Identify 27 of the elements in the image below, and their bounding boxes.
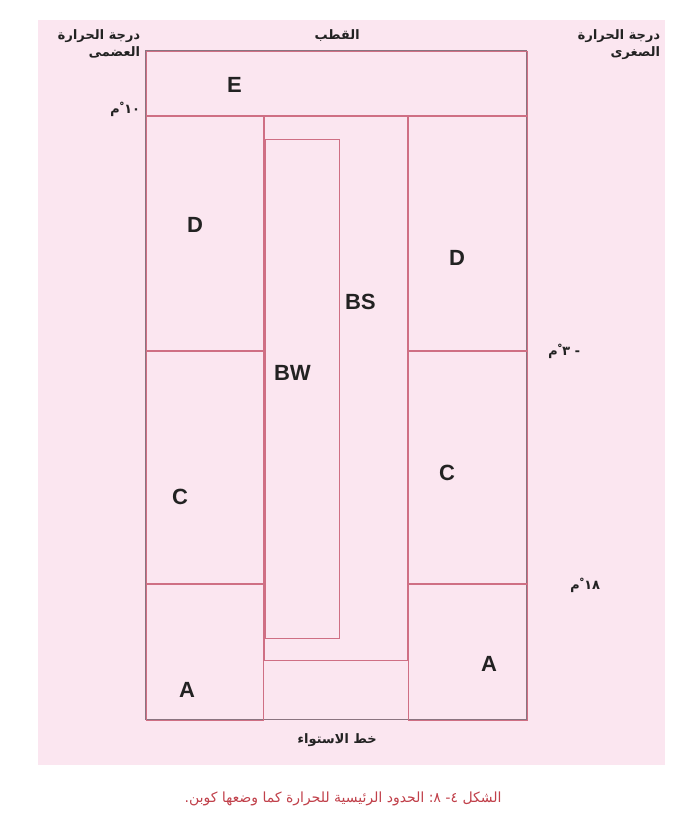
climate-zone bbox=[408, 351, 528, 584]
axis-label: - ٣ ْم bbox=[547, 344, 580, 361]
zone-letter: D bbox=[449, 245, 465, 271]
zone-letter: D bbox=[187, 212, 203, 238]
axis-label: ١٠ ْم bbox=[109, 102, 140, 119]
climate-zone bbox=[146, 351, 264, 584]
climate-zone bbox=[408, 584, 528, 721]
climate-zone bbox=[146, 584, 264, 721]
climate-zone bbox=[264, 116, 408, 661]
axis-label: ١٨ ْم bbox=[569, 578, 600, 595]
climate-zone bbox=[408, 116, 528, 351]
climate-zone bbox=[146, 51, 528, 116]
axis-label: القطب bbox=[313, 28, 361, 45]
zone-letter: A bbox=[481, 651, 497, 677]
climate-zone bbox=[146, 116, 264, 351]
zone-letter: E bbox=[227, 72, 242, 98]
climate-zone bbox=[265, 139, 340, 639]
axis-label: درجة الحرارة العضمى bbox=[56, 28, 140, 62]
zone-letter: C bbox=[439, 460, 455, 486]
figure-caption: الشكل ٤- ٨: الحدود الرئيسية للحرارة كما وضعها كوبن. bbox=[184, 790, 502, 806]
axis-label: درجة الحرارة الصغرى bbox=[576, 28, 660, 62]
zone-letter: A bbox=[179, 677, 195, 703]
zone-letter: C bbox=[172, 484, 188, 510]
axis-label: خط الاستواء bbox=[296, 732, 378, 749]
outer-frame bbox=[145, 50, 527, 720]
zone-letter: BW bbox=[274, 360, 311, 386]
zone-letter: BS bbox=[345, 289, 376, 315]
